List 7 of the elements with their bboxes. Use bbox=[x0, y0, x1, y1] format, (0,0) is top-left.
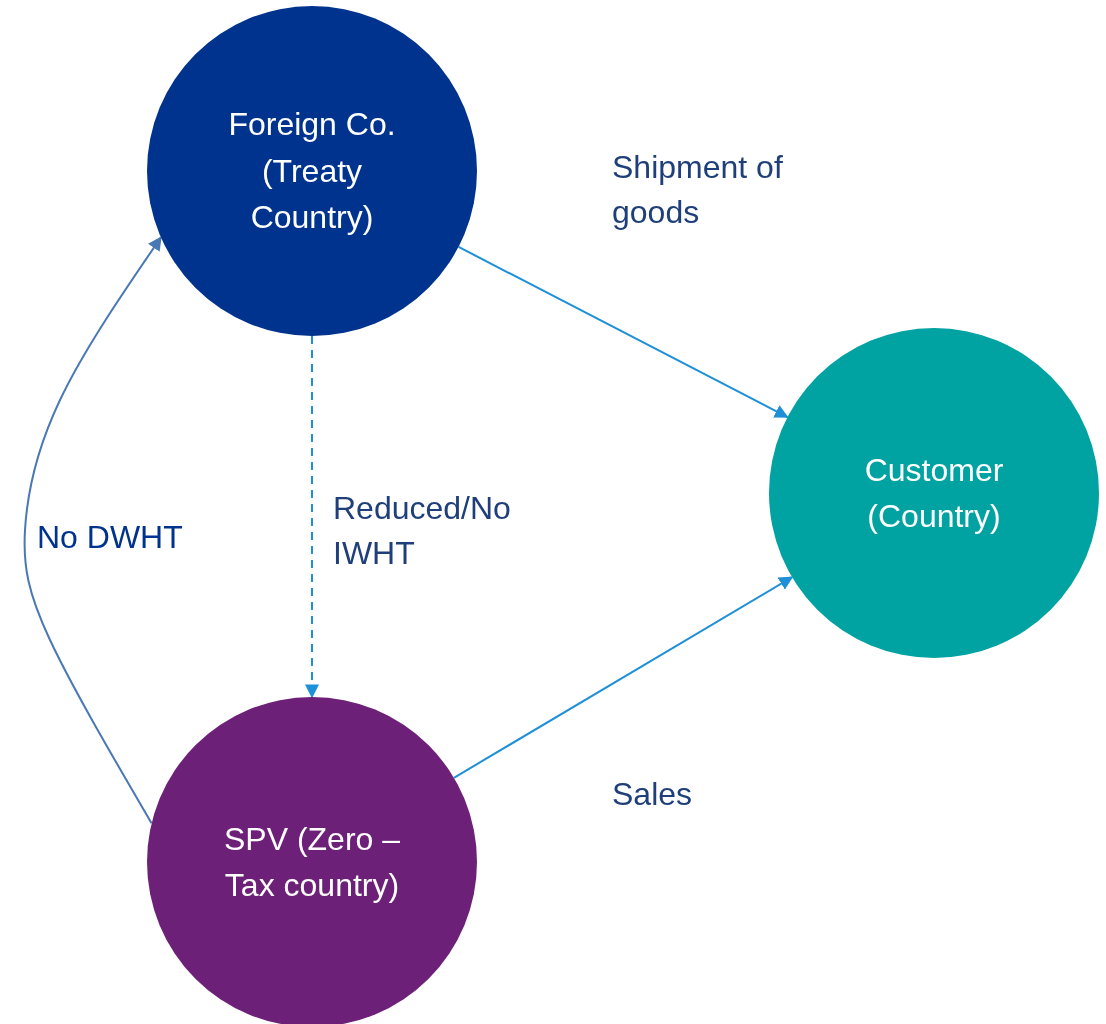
node-label: Foreign Co. (Treaty Country) bbox=[227, 105, 397, 238]
node-label: Customer (Country) bbox=[863, 450, 1005, 536]
dashed-arrow bbox=[305, 335, 319, 699]
node-label: SPV (Zero – Tax country) bbox=[222, 819, 402, 905]
arrow bbox=[457, 245, 789, 419]
arrow bbox=[452, 576, 794, 779]
arrow bbox=[23, 236, 162, 825]
